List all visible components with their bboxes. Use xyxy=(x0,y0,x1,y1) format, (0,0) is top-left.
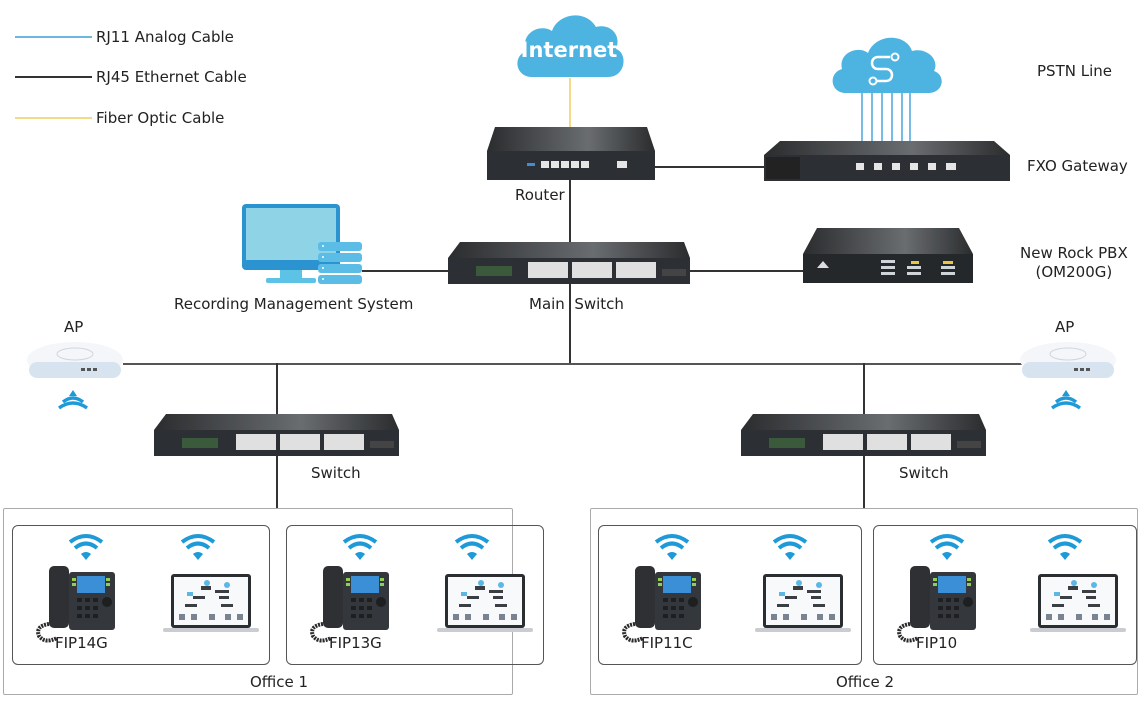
ap-right-label: AP xyxy=(1055,318,1075,336)
wifi-icon xyxy=(68,534,104,566)
ethernet-backbone xyxy=(123,363,1023,365)
rj11-analog-lines xyxy=(861,93,911,141)
phone-model-label: FIP13G xyxy=(329,634,382,652)
router-label: Router xyxy=(515,186,565,204)
internet-node[interactable]: Internet xyxy=(510,5,628,80)
ip-phone-icon[interactable] xyxy=(621,566,705,648)
fiber-cable-internet-router xyxy=(569,78,571,128)
wifi-icon xyxy=(342,534,378,566)
fxo-gateway-node[interactable] xyxy=(764,141,1010,181)
wifi-signal-icon xyxy=(57,390,89,410)
ap-left-node[interactable] xyxy=(25,340,125,415)
ethernet-recording-mainswitch xyxy=(362,270,448,272)
switch-left-node[interactable] xyxy=(154,414,399,456)
legend-swatch-rj45 xyxy=(15,76,92,78)
ap-left-label: AP xyxy=(64,318,84,336)
ethernet-router-mainswitch xyxy=(569,178,571,242)
ethernet-router-fxo xyxy=(655,166,767,168)
legend-item-rj45: RJ45 Ethernet Cable xyxy=(15,67,247,87)
pbx-label-line2: (OM200G) xyxy=(1035,263,1113,281)
wifi-icon xyxy=(654,534,690,566)
laptop-icon[interactable] xyxy=(437,574,533,640)
office-1-label: Office 1 xyxy=(250,673,309,691)
switch-right-node[interactable] xyxy=(741,414,986,456)
phone-model-label: FIP14G xyxy=(55,634,108,652)
ip-phone-icon[interactable] xyxy=(35,566,119,648)
access-point-icon xyxy=(1020,342,1116,378)
recording-system-node[interactable] xyxy=(240,204,364,286)
router-node[interactable] xyxy=(487,127,655,180)
room-box: FIP11C xyxy=(598,525,862,665)
legend-swatch-rj11 xyxy=(15,36,92,38)
main-switch-label: Main Switch xyxy=(529,295,624,313)
ethernet-backbone-switch-right xyxy=(863,363,865,415)
wifi-icon xyxy=(454,534,490,566)
wifi-signal-icon xyxy=(1050,390,1082,410)
pbx-label-line1: New Rock PBX xyxy=(1020,244,1128,262)
pbx-node[interactable] xyxy=(803,228,973,283)
switch-icon xyxy=(741,414,986,456)
legend-label: Fiber Optic Cable xyxy=(96,109,225,127)
fxo-gateway-label: FXO Gateway xyxy=(1027,157,1128,175)
room-box: FIP13G xyxy=(286,525,544,665)
pstn-node[interactable] xyxy=(828,33,946,95)
office-2-label: Office 2 xyxy=(836,673,895,691)
access-point-icon xyxy=(27,342,123,378)
legend-item-fiber: Fiber Optic Cable xyxy=(15,108,224,128)
ethernet-mainswitch-down xyxy=(569,284,571,364)
phone-model-label: FIP10 xyxy=(916,634,958,652)
ip-phone-icon[interactable] xyxy=(309,566,393,648)
ip-phone-icon[interactable] xyxy=(896,566,980,648)
legend-swatch-fiber xyxy=(15,117,92,119)
phone-model-label: FIP11C xyxy=(641,634,693,652)
switch-icon xyxy=(448,242,690,284)
switch-left-label: Switch xyxy=(311,464,361,482)
pbx-label: New Rock PBX (OM200G) xyxy=(1020,244,1128,282)
laptop-icon[interactable] xyxy=(163,574,259,640)
ethernet-backbone-switch-left xyxy=(276,363,278,415)
ethernet-switch-office2 xyxy=(863,455,865,508)
internet-label: Internet xyxy=(520,38,618,62)
laptop-icon[interactable] xyxy=(1030,574,1126,640)
ethernet-switch-office1 xyxy=(276,455,278,508)
office-2-area xyxy=(590,508,1138,695)
router-icon xyxy=(487,127,655,180)
wifi-icon xyxy=(929,534,965,566)
pstn-label: PSTN Line xyxy=(1037,62,1112,80)
legend-label: RJ45 Ethernet Cable xyxy=(96,68,247,86)
wifi-icon xyxy=(1047,534,1083,566)
switch-right-label: Switch xyxy=(899,464,949,482)
cloud-icon xyxy=(517,15,624,77)
laptop-icon[interactable] xyxy=(755,574,851,640)
room-box: FIP14G xyxy=(12,525,270,665)
wifi-icon xyxy=(180,534,216,566)
legend-item-rj11: RJ11 Analog Cable xyxy=(15,27,234,47)
ethernet-mainswitch-pbx xyxy=(690,270,805,272)
computer-server-icon xyxy=(242,204,362,284)
room-box: FIP10 xyxy=(873,525,1137,665)
fxo-gateway-icon xyxy=(764,141,1010,181)
legend-label: RJ11 Analog Cable xyxy=(96,28,234,46)
pstn-cloud-icon xyxy=(832,37,942,93)
switch-icon xyxy=(154,414,399,456)
pbx-icon xyxy=(803,228,973,283)
main-switch-node[interactable] xyxy=(448,242,690,284)
wifi-icon xyxy=(772,534,808,566)
ap-right-node[interactable] xyxy=(1018,340,1118,415)
recording-system-label: Recording Management System xyxy=(174,295,414,313)
